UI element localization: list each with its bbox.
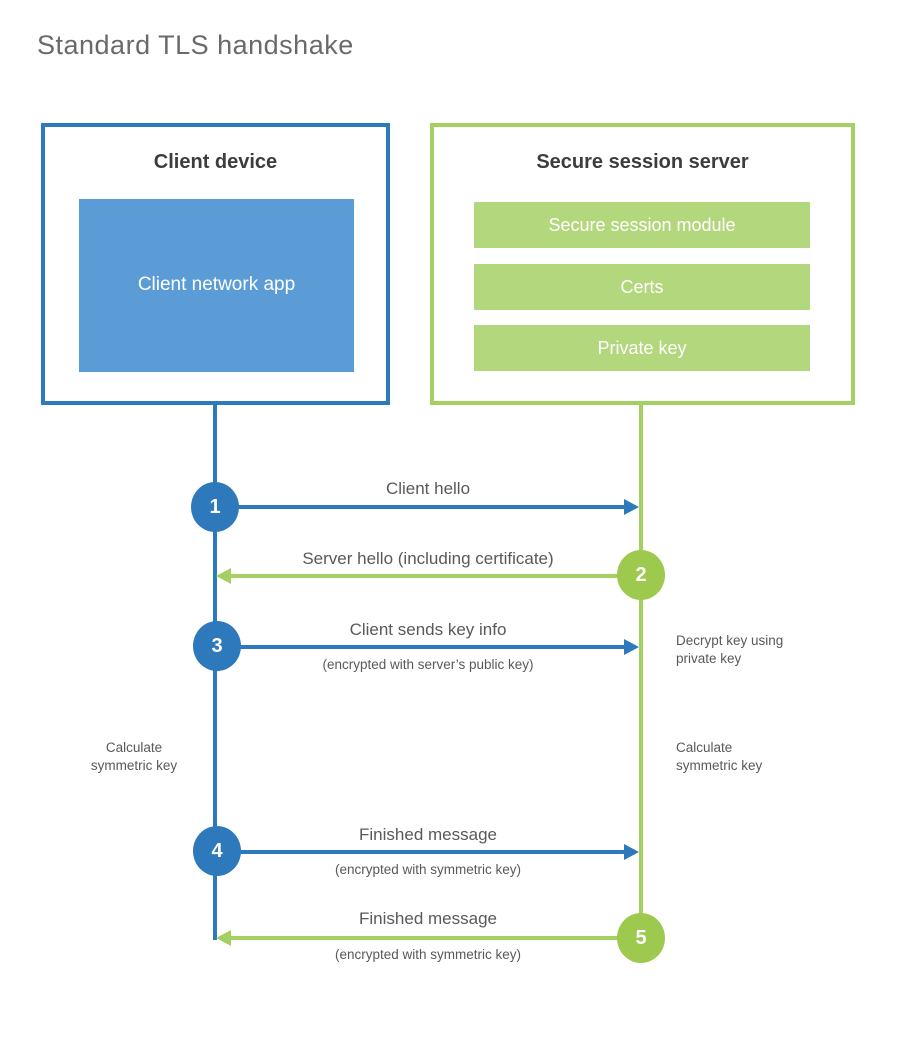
arrow-client-hello — [237, 505, 625, 509]
client-network-app-box: Client network app — [79, 199, 354, 372]
arrowhead-right-icon — [624, 639, 639, 655]
message-label-finished-client: Finished message — [359, 825, 497, 844]
message-label-key-info: Client sends key info — [349, 620, 507, 639]
server-lifeline — [639, 405, 643, 940]
message-sub-finished-server: (encrypted with symmetric key) — [334, 947, 522, 962]
arrow-finished-client — [239, 850, 625, 854]
server-module-certs: Certs — [474, 264, 810, 310]
client-device-title: Client device — [153, 151, 278, 173]
server-module-private-key: Private key — [474, 325, 810, 371]
message-label-server-hello: Server hello (including certificate) — [302, 549, 554, 568]
step-badge-2: 2 — [617, 550, 665, 600]
message-sub-key-info: (encrypted with server’s public key) — [322, 657, 534, 672]
client-device-box: Client device Client network app — [41, 123, 390, 405]
arrowhead-left-icon — [216, 930, 231, 946]
secure-session-server-box: Secure session server Secure session mod… — [430, 123, 855, 405]
note-calculate-symmetric-key-client: Calculate symmetric key — [90, 740, 178, 773]
message-label-finished-server: Finished message — [359, 909, 497, 928]
step-badge-1: 1 — [191, 482, 239, 532]
page-title: Standard TLS handshake — [37, 30, 354, 60]
step-badge-3: 3 — [193, 621, 241, 671]
step-badge-5: 5 — [617, 913, 665, 963]
arrow-key-info — [239, 645, 625, 649]
client-lifeline — [213, 405, 217, 940]
arrow-finished-server — [231, 936, 619, 940]
secure-session-server-title: Secure session server — [536, 151, 749, 173]
message-sub-finished-client: (encrypted with symmetric key) — [334, 862, 522, 877]
arrowhead-left-icon — [216, 568, 231, 584]
arrow-server-hello — [231, 574, 621, 578]
note-decrypt-key: Decrypt key using private key — [676, 633, 784, 666]
step-badge-4: 4 — [193, 826, 241, 876]
arrowhead-right-icon — [624, 844, 639, 860]
message-label-client-hello: Client hello — [385, 479, 471, 498]
server-module-secure-session: Secure session module — [474, 202, 810, 248]
note-calculate-symmetric-key-server: Calculate symmetric key — [676, 740, 763, 773]
arrowhead-right-icon — [624, 499, 639, 515]
